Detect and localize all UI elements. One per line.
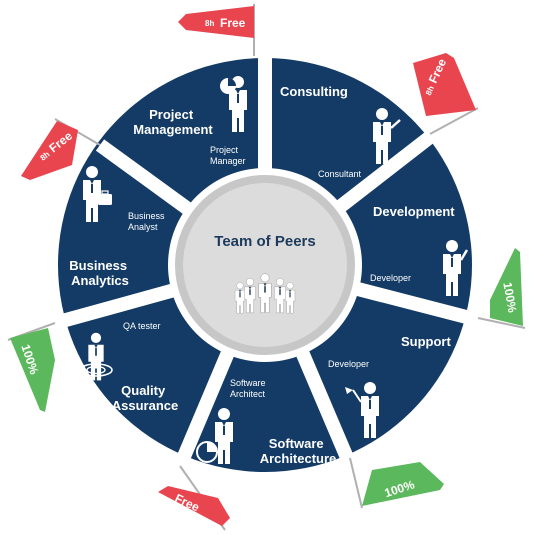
person-flag-icon	[345, 382, 379, 438]
segment-role: Software Architect	[230, 378, 268, 399]
segment-title: Business Analytics	[69, 258, 130, 288]
segment-title: Quality Assurance	[112, 383, 178, 413]
segment-role: Business Analyst	[128, 211, 167, 232]
segment-dividers	[53, 50, 480, 469]
svg-text:100%: 100%	[500, 281, 519, 314]
svg-text:8h: 8h	[205, 19, 214, 28]
person-pie-chart-icon	[196, 408, 233, 464]
flag-upper-left: 8h Free	[21, 118, 101, 180]
segment-role: Developer	[370, 273, 411, 283]
flag-left: 100%	[7, 322, 56, 412]
segment-role: Project Manager	[210, 145, 246, 166]
person-target-icon	[79, 332, 113, 381]
center-title: Team of Peers	[214, 233, 315, 250]
center-disc	[183, 183, 347, 347]
segment-title: Consulting	[280, 84, 348, 99]
segment-role: Developer	[328, 359, 369, 369]
person-chart-icon	[220, 76, 247, 132]
segment-development[interactable]: Development Developer	[370, 204, 469, 296]
flag-lower-right: 100%	[349, 457, 444, 509]
svg-text:8h: 8h	[424, 84, 436, 96]
segment-role: Consultant	[318, 169, 362, 179]
segment-software-architecture[interactable]: Software Architect Software Architecture	[196, 378, 337, 466]
segment-consulting[interactable]: Consulting Consultant	[280, 84, 401, 179]
segment-quality-assurance[interactable]: QA tester Quality Assurance	[79, 321, 178, 413]
flag-upper-right: 8h Free	[413, 53, 479, 135]
flag-top: 8h Free	[178, 4, 255, 56]
segment-business-analytics[interactable]: Business Analyst Business Analytics	[69, 166, 167, 288]
segment-title: Support	[401, 334, 451, 349]
flag-bottom: Free	[158, 465, 230, 531]
person-briefcase-icon	[83, 166, 112, 222]
segment-title: Project Management	[133, 107, 213, 137]
segment-support[interactable]: Support Developer	[328, 334, 451, 438]
person-presenting-icon	[373, 108, 401, 164]
segment-title: Software Architecture	[260, 436, 337, 466]
person-thumbs-up-icon	[443, 240, 469, 296]
flag-right: 100%	[477, 248, 526, 329]
segment-project-management[interactable]: Project Management Project Manager	[133, 76, 247, 166]
segment-title: Development	[373, 204, 455, 219]
svg-text:Free: Free	[220, 16, 246, 30]
segment-role: QA tester	[123, 321, 161, 331]
